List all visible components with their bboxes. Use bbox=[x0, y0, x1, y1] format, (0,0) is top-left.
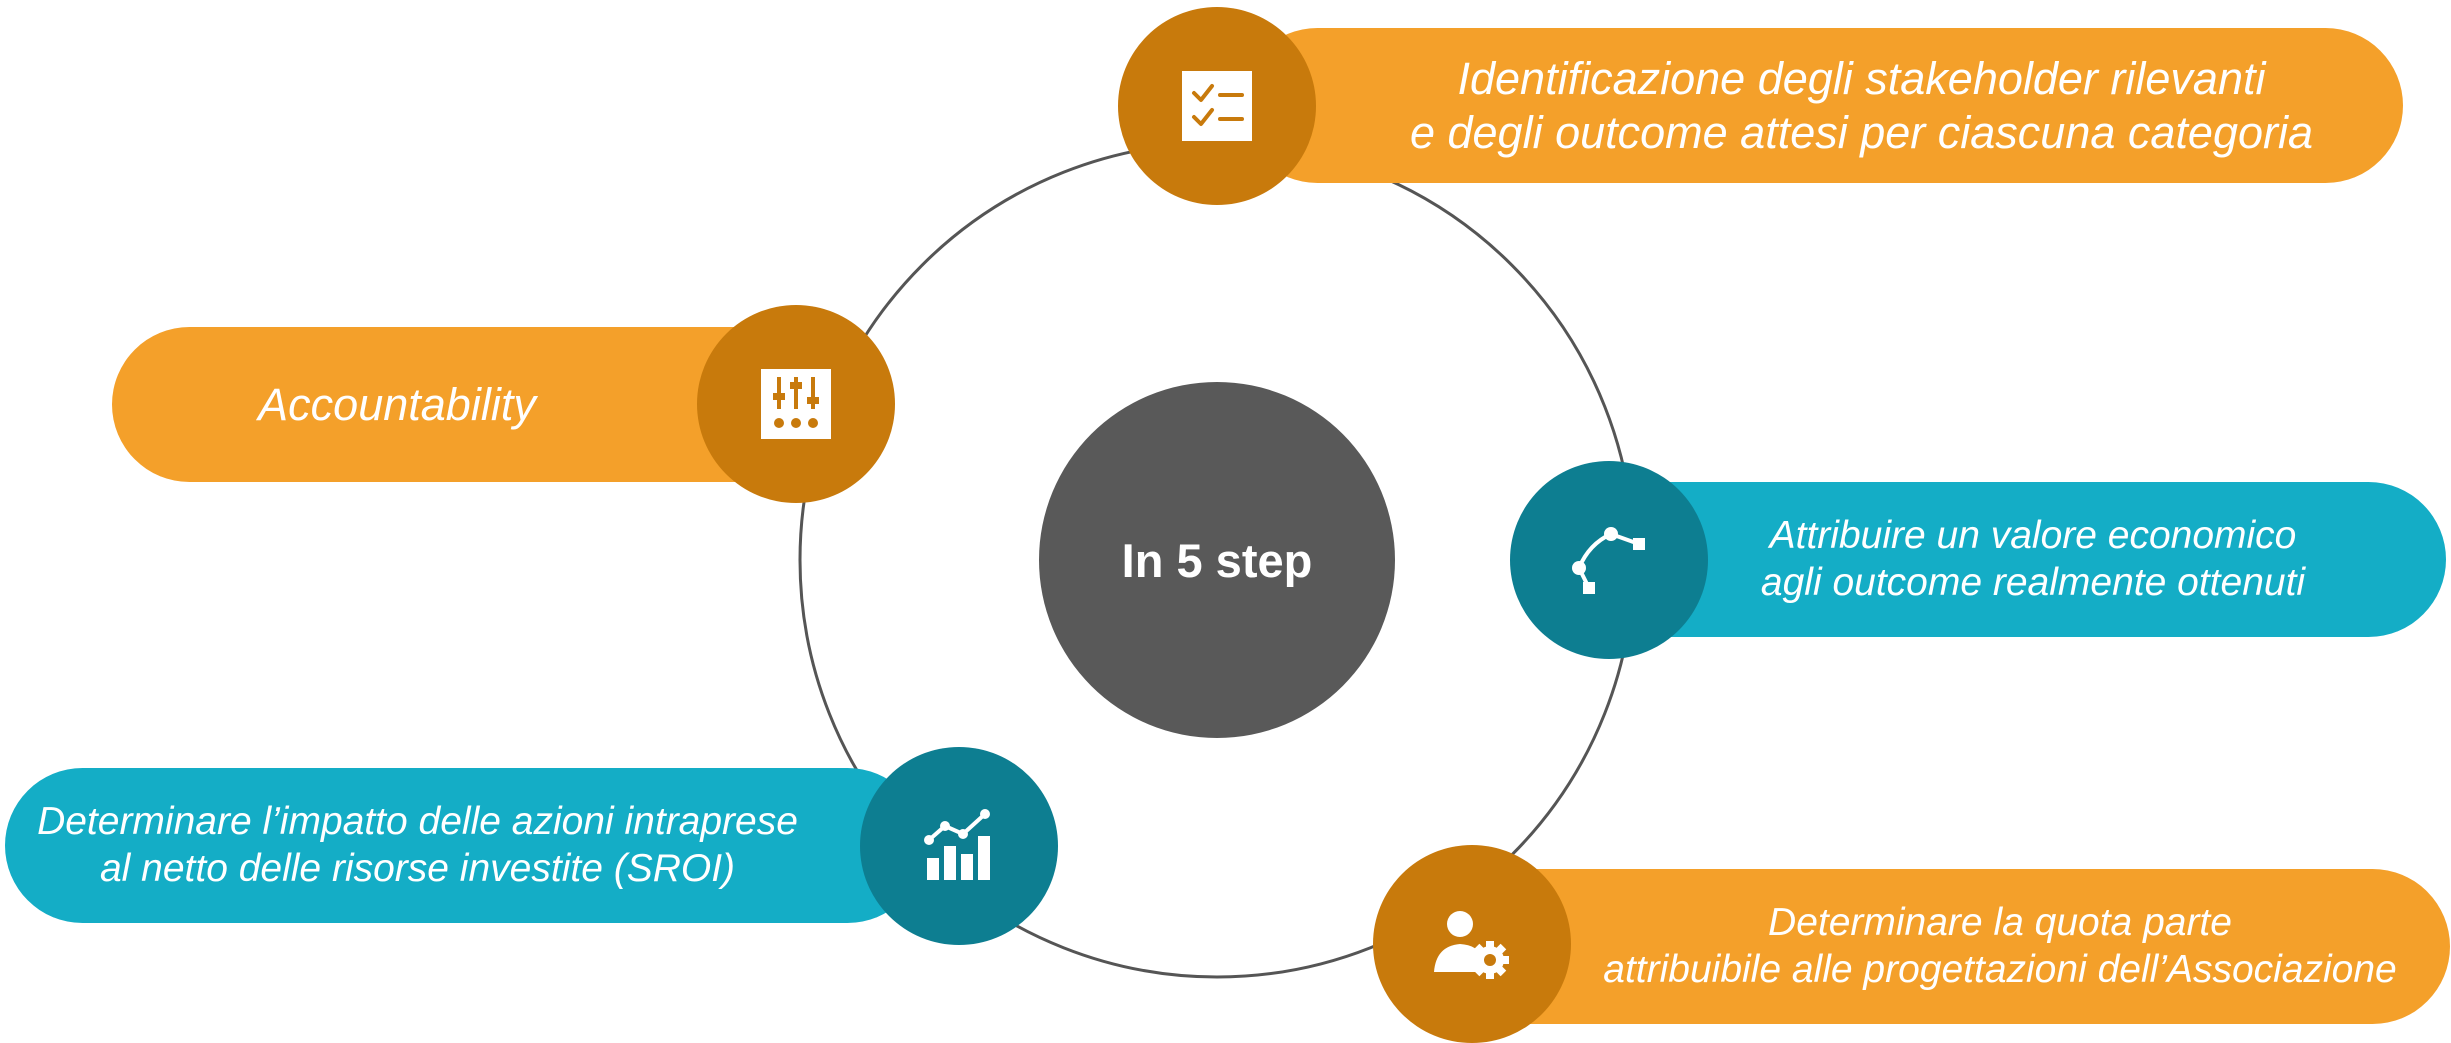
step-3-line-1: Determinare la quota parte bbox=[1768, 900, 2232, 944]
bar-line-chart-icon bbox=[924, 809, 990, 880]
step-2-pill: Attribuire un valore economico agli outc… bbox=[1570, 482, 2446, 637]
step-1-pill: Identificazione degli stakeholder rileva… bbox=[1240, 28, 2403, 183]
step-1-line-2: e degli outcome attesi per ciascuna cate… bbox=[1409, 106, 2314, 158]
step-4-line-1: Determinare l’impatto delle azioni intra… bbox=[37, 799, 798, 843]
sliders-icon bbox=[761, 369, 831, 439]
step-4-line-2: al netto delle risorse investite (SROI) bbox=[99, 846, 736, 890]
step-3-line-2: attribuibile alle progettazioni dell’Ass… bbox=[1603, 947, 2397, 991]
step-2-line-1: Attribuire un valore economico bbox=[1769, 513, 2297, 557]
step-2-node bbox=[1510, 461, 1708, 659]
step-3-pill: Determinare la quota parte attribuibile … bbox=[1440, 869, 2450, 1024]
step-1-line-1: Identificazione degli stakeholder rileva… bbox=[1457, 52, 2266, 104]
center-circle: In 5 step bbox=[1039, 382, 1395, 738]
step-4-node bbox=[860, 747, 1058, 945]
step-1-node bbox=[1118, 7, 1316, 205]
step-2-line-2: agli outcome realmente ottenuti bbox=[1760, 560, 2306, 604]
step-5-node bbox=[697, 305, 895, 503]
center-label: In 5 step bbox=[1121, 533, 1313, 587]
step-4-pill: Determinare l’impatto delle azioni intra… bbox=[5, 768, 925, 923]
vector-path-icon bbox=[1572, 527, 1645, 594]
user-gear-icon bbox=[1434, 911, 1509, 979]
checklist-icon bbox=[1182, 71, 1252, 141]
step-5-line-1: Accountability bbox=[258, 378, 536, 430]
step-3-node bbox=[1373, 845, 1571, 1043]
